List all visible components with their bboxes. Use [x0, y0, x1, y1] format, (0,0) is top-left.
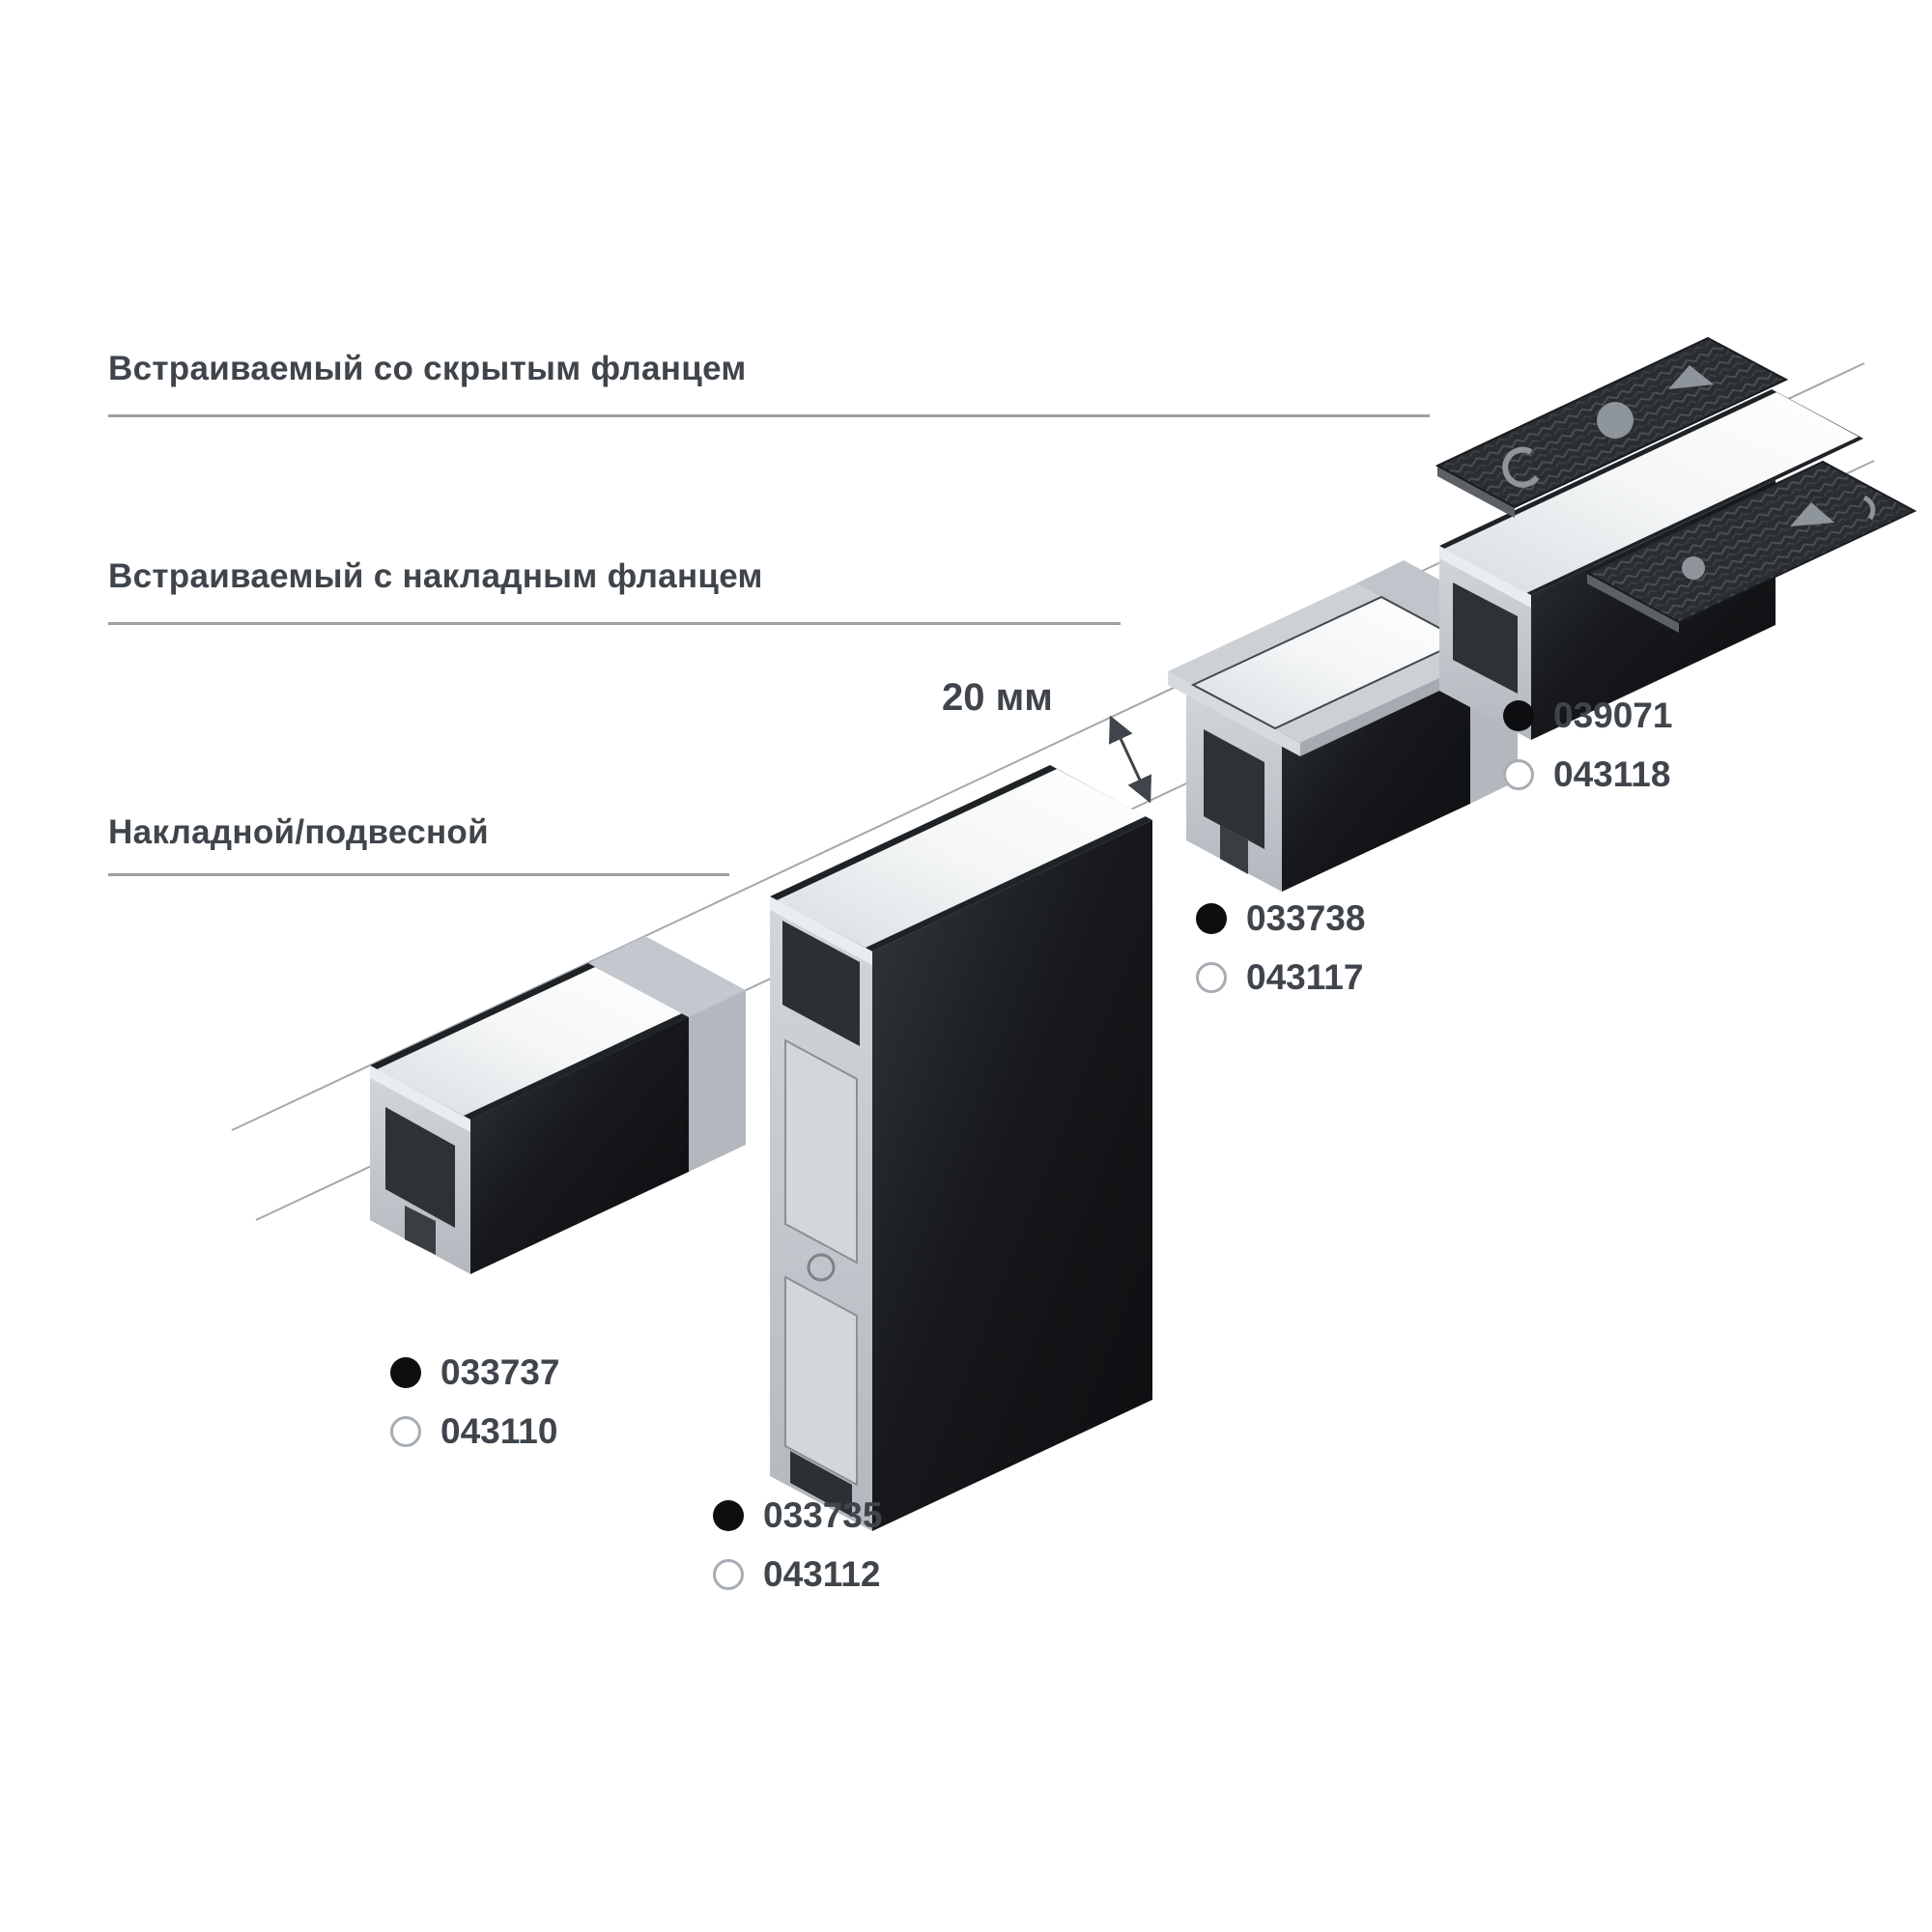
- panel-cutout-curve-2: [1862, 495, 1876, 521]
- code-row-black: 033737: [390, 1354, 559, 1390]
- leader-line-surface-suspended: [108, 873, 729, 876]
- code-row-black: 033738: [1196, 900, 1365, 936]
- profile3-side-face: [1282, 644, 1470, 892]
- profile1-mount-slot: [405, 1206, 436, 1255]
- product-code-black: 033738: [1246, 898, 1366, 938]
- label-recessed-surface-flange: Встраиваемый с накладным фланцем: [108, 557, 763, 595]
- panel-cutout-circle-2: [1682, 556, 1705, 580]
- profile1-led-cavity: [385, 1107, 455, 1228]
- product-code-black: 039071: [1553, 696, 1673, 735]
- white-variant-dot: [1196, 961, 1227, 993]
- profile-surface-suspended: [370, 936, 746, 1274]
- profile1-end-cap-top: [588, 936, 746, 1017]
- profile2-screw-channel: [807, 1253, 836, 1282]
- product-code-white: 043117: [1246, 957, 1364, 997]
- dimension-arrow: [1109, 715, 1151, 804]
- product-codes-surface-suspended: 033737 043110: [390, 1354, 559, 1449]
- profile3-flange-front-edge: [1168, 671, 1300, 756]
- black-variant-dot: [390, 1356, 421, 1388]
- label-recessed-hidden-flange: Встраиваемый со скрытым фланцем: [108, 350, 747, 387]
- profile2-led-cavity: [782, 921, 860, 1046]
- white-variant-dot: [390, 1415, 421, 1447]
- leader-line-recessed-hidden-flange: [108, 414, 1430, 417]
- black-variant-dot: [1196, 902, 1227, 934]
- leader-line-recessed-surface-flange: [108, 622, 1121, 625]
- profile3-led-cavity: [1204, 729, 1264, 849]
- product-code-white: 043118: [1553, 754, 1671, 794]
- profile4-led-cavity: [1453, 582, 1518, 694]
- code-row-black: 039071: [1503, 697, 1672, 733]
- profile2-chamber-upper: [784, 1038, 858, 1264]
- product-code-white: 043112: [763, 1554, 881, 1594]
- ceiling-panel-far-edge: [1437, 466, 1515, 518]
- code-row-white: 043110: [390, 1413, 559, 1449]
- label-surface-suspended: Накладной/подвесной: [108, 813, 489, 851]
- panel-cutout-circle: [1597, 402, 1634, 439]
- profile1-diffuser-edge: [370, 1065, 470, 1132]
- panel-cutout-triangle-2: [1790, 502, 1834, 526]
- profile1-diffuser: [377, 967, 682, 1116]
- panel-cutout-triangle: [1668, 365, 1714, 389]
- profile2-side-face: [872, 820, 1152, 1531]
- profile2-bottom-slot: [790, 1451, 852, 1517]
- profile1-end-cap-side: [689, 990, 746, 1172]
- panel-cutout-curve: [1502, 446, 1540, 488]
- profile-recessed-hidden-flange: [1435, 336, 1918, 740]
- ceiling-panel-near: [1584, 460, 1918, 624]
- code-row-white: 043112: [713, 1556, 882, 1592]
- profile4-diffuser: [1444, 392, 1859, 593]
- ceiling-panel-near-edge: [1587, 573, 1679, 633]
- code-row-white: 043117: [1196, 959, 1365, 995]
- white-variant-dot: [1503, 758, 1534, 790]
- product-codes-tall-surface: 033735 043112: [713, 1497, 882, 1592]
- product-code-black: 033735: [763, 1495, 883, 1535]
- profile4-diffuser-edge: [1439, 546, 1531, 608]
- product-code-black: 033737: [440, 1352, 560, 1392]
- profile2-chamber-lower: [784, 1275, 858, 1487]
- product-codes-recessed-surface-flange: 033738 043117: [1196, 900, 1365, 995]
- product-codes-recessed-hidden-flange: 039071 043118: [1503, 697, 1672, 792]
- product-code-white: 043110: [440, 1411, 558, 1451]
- code-row-white: 043118: [1503, 756, 1672, 792]
- profile-surface-tall: [770, 765, 1152, 1531]
- code-row-black: 033735: [713, 1497, 882, 1533]
- white-variant-dot: [713, 1558, 744, 1590]
- dimension-label: 20 мм: [942, 676, 1053, 719]
- profile1-side-face: [470, 1017, 689, 1274]
- black-variant-dot: [1503, 699, 1534, 731]
- profile2-diffuser-edge: [770, 896, 872, 965]
- profile3-mount-slot: [1220, 825, 1248, 874]
- profile2-diffuser: [777, 769, 1146, 948]
- black-variant-dot: [713, 1499, 744, 1531]
